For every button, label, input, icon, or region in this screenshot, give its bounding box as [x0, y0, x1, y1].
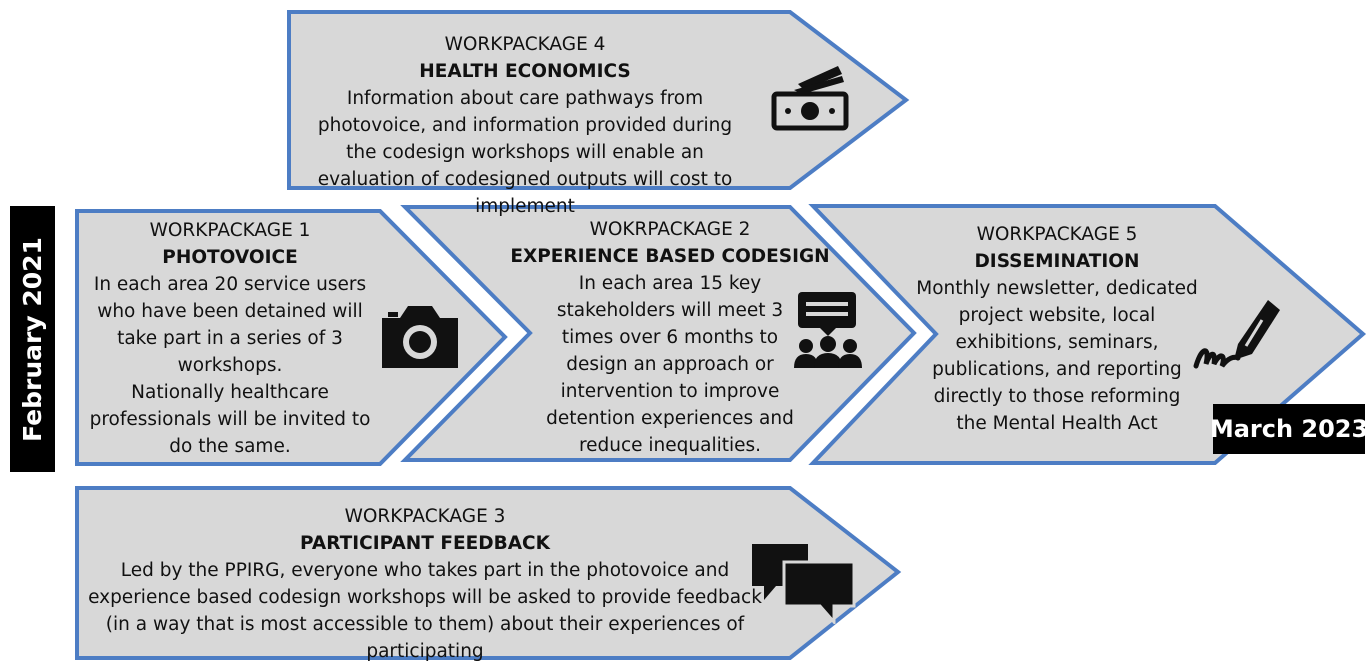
wp1-title: PHOTOVOICE [162, 247, 298, 268]
wp1-label: WORKPACKAGE 1 [149, 220, 311, 241]
wp2-description: In each area 15 key stakeholders will me… [546, 273, 794, 456]
wp1-description: In each area 20 service users who have b… [93, 274, 367, 376]
wp2-label: WOKRPACKAGE 2 [589, 219, 751, 240]
wp3-description: Led by the PPIRG, everyone who takes par… [88, 560, 762, 662]
wp4-label: WORKPACKAGE 4 [444, 34, 606, 55]
wp4-title: HEALTH ECONOMICS [419, 61, 631, 82]
money-icon [771, 66, 849, 131]
wp3-arrow [75, 486, 902, 660]
speech-bubbles-icon [752, 544, 856, 624]
wp2-title: EXPERIENCE BASED CODESIGN [510, 246, 830, 267]
wp3-text: WORKPACKAGE 3 PARTICIPANT FEEDBACK Led b… [80, 503, 770, 665]
camera-icon [382, 306, 458, 368]
wp1-arrow [75, 209, 508, 466]
wp5-label: WORKPACKAGE 5 [976, 224, 1138, 245]
end-date-text: March 2023 [1209, 415, 1369, 443]
wp5-description: Monthly newsletter, dedicated project we… [916, 278, 1198, 434]
wp3-title: PARTICIPANT FEEDBACK [300, 533, 550, 554]
wp2-text: WOKRPACKAGE 2 EXPERIENCE BASED CODESIGN … [510, 216, 829, 459]
wp1-text: WORKPACKAGE 1 PHOTOVOICE In each area 20… [82, 217, 378, 460]
wp3-label: WORKPACKAGE 3 [344, 506, 506, 527]
end-date-label: March 2023 [1209, 404, 1369, 454]
wp4-text: WORKPACKAGE 4 HEALTH ECONOMICS Informati… [300, 31, 750, 220]
pen-signature-icon [1193, 300, 1280, 369]
wp1-description-2: Nationally healthcare professionals will… [89, 382, 371, 457]
start-date-label: February 2021 [10, 206, 55, 472]
wp4-arrow [287, 10, 910, 190]
group-meeting-icon [794, 292, 862, 368]
wp4-description: Information about care pathways from pho… [317, 88, 733, 217]
wp5-arrow [808, 204, 1367, 465]
wp5-title: DISSEMINATION [974, 251, 1140, 272]
wp2-arrow [400, 205, 917, 462]
start-date-text: February 2021 [18, 236, 48, 442]
wp5-text: WORKPACKAGE 5 DISSEMINATION Monthly news… [916, 221, 1198, 437]
